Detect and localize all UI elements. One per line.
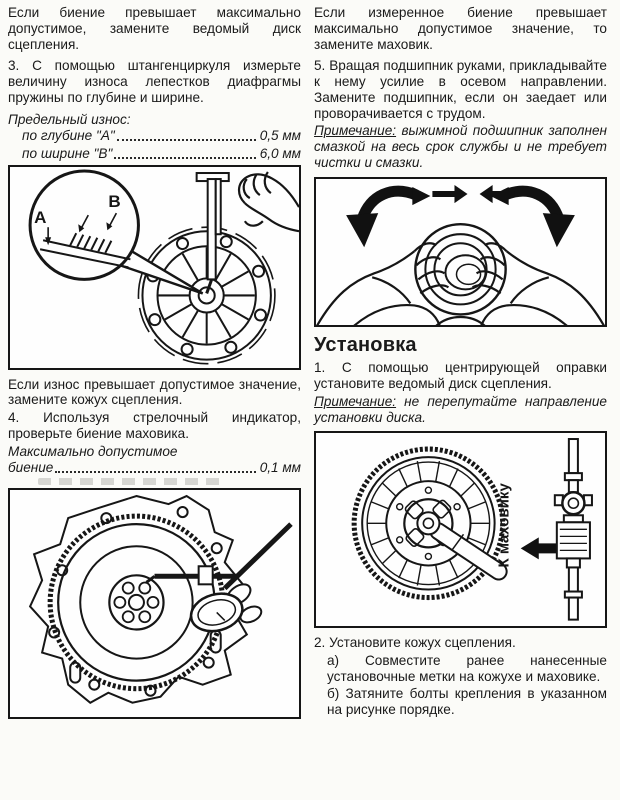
note-label: Примечание: <box>314 393 397 409</box>
hand-drawing <box>237 171 299 233</box>
scan-artifact <box>38 478 223 486</box>
axial-force-arrows <box>432 184 515 203</box>
figure-bearing-check <box>314 176 607 328</box>
paragraph-step-2-cover: 2. Установите кожух сцепления. <box>314 635 516 651</box>
wear-limit-depth-value: 0,5 мм <box>259 128 301 144</box>
paragraph-replace-driven-disc: Если биение превышает максимально допуст… <box>8 5 301 52</box>
dot-leader <box>116 139 256 142</box>
figure-clutch-disc-install: К маховику <box>314 431 607 629</box>
dot-leader <box>114 156 256 159</box>
paragraph-step-2a-marks: а) Совместите ранее нанесенные установоч… <box>327 652 607 684</box>
wear-limit-depth-label: по глубине "А" <box>22 128 115 144</box>
release-bearing-drawing <box>414 222 507 316</box>
paragraph-step-1-arbor: 1. С помощью центрирующей оправки устано… <box>314 360 607 392</box>
flywheel-runout-illustration <box>28 495 293 705</box>
paragraph-step-5-bearing: 5. Вращая подшипник руками, прикладывайт… <box>314 58 607 121</box>
dot-leader <box>55 471 256 474</box>
dimension-arrowhead <box>45 237 52 246</box>
magnifier-inset: A B <box>28 169 140 281</box>
dial-indicator-drawing <box>145 522 293 633</box>
manual-page: Если биение превышает максимально допуст… <box>8 5 607 726</box>
figure-diaphragm-wear-measurement: A B <box>8 164 301 370</box>
dimension-arrowhead <box>78 224 85 233</box>
figure-flywheel-runout-check <box>8 488 301 719</box>
note-bearing-grease: Примечание: выжимной подшипник заполнен … <box>314 123 607 170</box>
to-flywheel-label: К маховику <box>496 483 513 568</box>
left-column: Если биение превышает максимально допуст… <box>8 5 301 726</box>
direction-arrow <box>520 537 559 560</box>
wear-limit-width-value: 6,0 мм <box>259 146 301 162</box>
runout-limit-title: Максимально допустимое <box>8 443 178 459</box>
paragraph-step-4-indicator: 4. Используя стрелочный индикатор, прове… <box>8 410 301 441</box>
runout-limit-label: биение <box>8 460 54 476</box>
section-heading-installation: Установка <box>314 334 417 357</box>
dimension-arrowhead <box>106 222 113 231</box>
paragraph-step-3-caliper: 3. С помощью штангенциркуля измерьте вел… <box>8 58 301 105</box>
wear-limit-width-row: по ширине "В" 6,0 мм <box>22 146 301 162</box>
note-disc-direction: Примечание: не перепутайте направление у… <box>314 394 607 426</box>
note-label: Примечание: <box>314 123 397 139</box>
wear-limit-width-label: по ширине "В" <box>22 146 113 162</box>
note-text: выжимной подшипник заполнен смазкой на в… <box>314 123 607 170</box>
diaphragm-measurement-illustration: A B <box>28 169 299 365</box>
wear-limits-title: Предельный износ: <box>8 111 131 127</box>
wear-limit-depth-row: по глубине "А" 0,5 мм <box>22 128 301 144</box>
paragraph-replace-cover: Если износ превышает допустимое значение… <box>8 376 301 408</box>
bearing-check-illustration <box>316 184 605 326</box>
hands-drawing <box>316 241 605 326</box>
runout-limit-row: биение 0,1 мм <box>8 460 301 476</box>
dimension-label-a: A <box>34 208 46 227</box>
right-column: Если измеренное биение превышает максима… <box>314 5 607 726</box>
paragraph-step-2b-bolts: б) Затяните болты крепления в указанном … <box>327 686 607 718</box>
paragraph-replace-flywheel: Если измеренное биение превышает максима… <box>314 5 607 52</box>
dimension-label-b: B <box>108 192 120 211</box>
clutch-disc-illustration: К маховику <box>351 438 593 622</box>
centering-arbor-shaft <box>416 511 508 581</box>
arbor-side-view <box>553 438 593 622</box>
note-text: не перепутайте направление установки дис… <box>314 393 607 425</box>
vernier-caliper-drawing <box>195 171 230 294</box>
runout-limit-value: 0,1 мм <box>259 460 301 476</box>
